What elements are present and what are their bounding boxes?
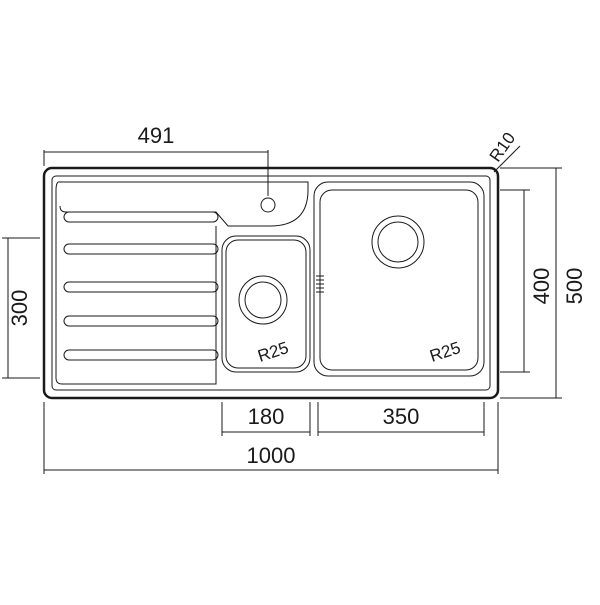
small-bowl [221, 235, 311, 373]
dimension-main-bowl-width: 350 [317, 402, 485, 436]
dimension-drainer-depth: 300 [2, 237, 40, 379]
overall-width-label: 1000 [247, 443, 296, 468]
overall-depth-label: 500 [562, 268, 587, 305]
sink-outline [42, 166, 500, 400]
small-bowl-radius-label: R25 [255, 338, 291, 366]
dimension-small-bowl-width: 180 [221, 402, 311, 436]
tap-hole [260, 197, 276, 213]
corner-radius-label: R10 [486, 129, 519, 165]
small-bowl-drain [238, 275, 288, 325]
main-bowl-radius-label: R25 [427, 338, 463, 366]
main-bowl [313, 181, 485, 377]
dimension-main-bowl-depth: 400 [500, 189, 554, 373]
main-bowl-depth-label: 400 [529, 268, 554, 305]
dimension-overall-depth: 500 [500, 167, 587, 399]
small-bowl-width-label: 180 [248, 404, 285, 429]
dimension-tap-offset: 491 [43, 123, 269, 196]
drainer-depth-label: 300 [7, 290, 32, 327]
main-bowl-width-label: 350 [383, 404, 420, 429]
drainer-ribs [63, 211, 219, 361]
dimension-corner-radius: R10 [486, 129, 521, 173]
drainer-board [55, 181, 309, 385]
dimension-overall-width: 1000 [43, 402, 499, 474]
main-bowl-drain [371, 215, 425, 269]
tap-offset-label: 491 [138, 123, 175, 148]
